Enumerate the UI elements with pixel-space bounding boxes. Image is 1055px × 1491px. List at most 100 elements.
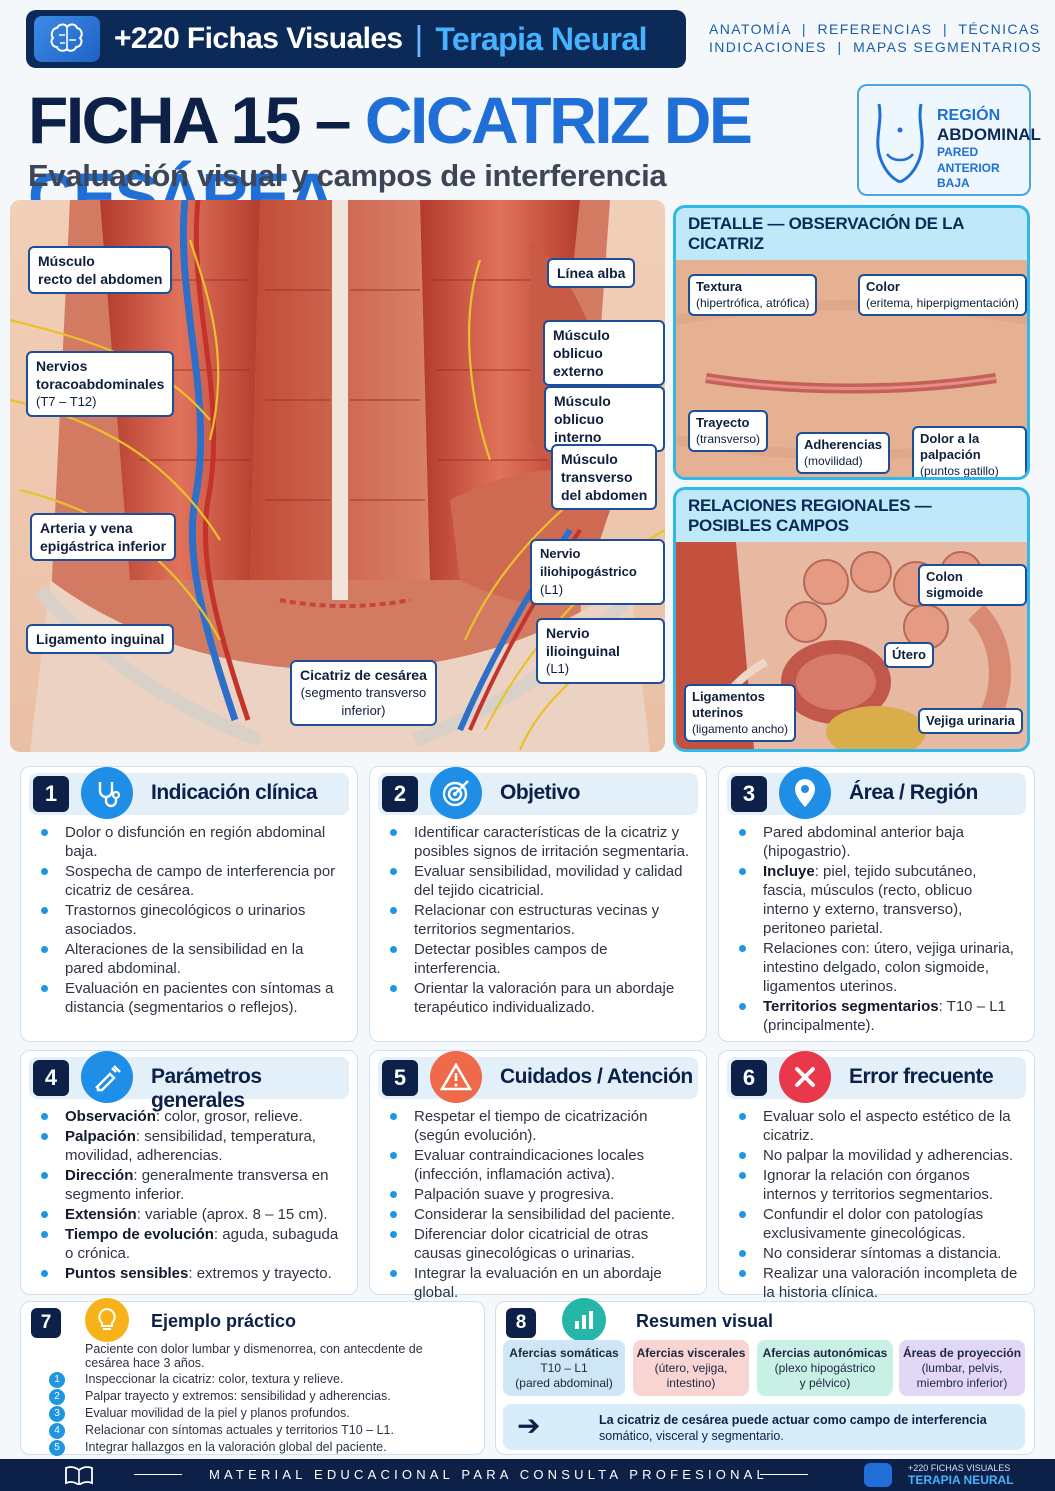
bar-chart-icon	[562, 1298, 606, 1342]
summary-note-line2: somático, visceral y segmentario.	[599, 1429, 784, 1443]
tag-path: Trayecto(transverso)	[688, 410, 769, 452]
list-item: No considerar síntomas a distancia.	[737, 1244, 1022, 1263]
arrow-right-icon: ➔	[517, 1410, 541, 1441]
step-number: 5	[49, 1439, 65, 1456]
list-item: Identificar características de la cicatr…	[388, 823, 694, 861]
list-item: Tiempo de evolución: aguda, subaguda o c…	[39, 1225, 345, 1263]
list-item: Detectar posibles campos de interferenci…	[388, 940, 694, 978]
footer-text: MATERIAL EDUCACIONAL PARA CONSULTA PROFE…	[209, 1467, 768, 1482]
footer-divider-left	[134, 1474, 182, 1475]
card-5: 5 Cuidados / Atención Respetar el tiempo…	[369, 1050, 707, 1301]
brand-bar: +220 Fichas Visuales | Terapia Neural	[26, 10, 686, 68]
card-list: Observación: color, grosor, relieve.Palp…	[39, 1107, 345, 1284]
list-item: Alteraciones de la sensibilidad en la pa…	[39, 940, 345, 978]
summary-note: ➔ La cicatriz de cesárea puede actuar co…	[503, 1404, 1025, 1450]
card-title: Área / Región	[849, 781, 978, 804]
list-item: Respetar el tiempo de cicatrización (seg…	[388, 1107, 694, 1145]
close-icon	[779, 1051, 831, 1103]
summary-box: Áreas de proyección(lumbar, pelvis,miemb…	[899, 1340, 1025, 1396]
list-item: Integrar la evaluación en un abordaje gl…	[388, 1264, 694, 1302]
list-item: Dirección: generalmente transversa en se…	[39, 1166, 345, 1204]
card-title: Indicación clínica	[151, 781, 318, 804]
list-item: Ignorar la relación con órganos internos…	[737, 1166, 1022, 1204]
list-item: Trastornos ginecológicos o urinarios aso…	[39, 901, 345, 939]
list-item: Diferenciar dolor cicatricial de otras c…	[388, 1225, 694, 1263]
top-nav: ANATOMÍA | REFERENCIAS | TÉCNICAS INDICA…	[709, 20, 1042, 56]
step-number: 4	[49, 1422, 65, 1439]
abdomen-icon	[876, 103, 924, 184]
list-item: Dolor o disfunción en región abdominal b…	[39, 823, 345, 861]
book-icon	[65, 1466, 93, 1485]
brain-icon	[34, 16, 100, 62]
list-item: Orientar la valoración para un abordaje …	[388, 979, 694, 1017]
page-title: FICHA 15 – CICATRIZ DE CESÁREA	[28, 82, 1055, 234]
top-nav-line-2[interactable]: INDICACIONES | MAPAS SEGMENTARIOS	[709, 39, 1042, 55]
card-list: Identificar características de la cicatr…	[388, 823, 694, 1018]
region-label-3: PARED ANTERIOR	[937, 145, 1000, 175]
card-number: 8	[506, 1308, 536, 1338]
list-item: Palpación suave y progresiva.	[388, 1185, 694, 1204]
card-title: Cuidados / Atención	[500, 1065, 693, 1088]
stethoscope-icon	[81, 767, 133, 819]
list-item: Palpación: sensibilidad, temperatura, mo…	[39, 1127, 345, 1165]
list-item: Relaciones con: útero, vejiga urinaria, …	[737, 939, 1022, 996]
list-item: Observación: color, grosor, relieve.	[39, 1107, 345, 1126]
example-title: Ejemplo práctico	[151, 1311, 297, 1331]
card-header	[727, 773, 1026, 815]
brand-subtitle: Terapia Neural	[435, 20, 647, 57]
list-item: Evaluar contraindicaciones locales (infe…	[388, 1146, 694, 1184]
page-subtitle: Evaluación visual y campos de interferen…	[28, 158, 667, 193]
location-pin-icon	[779, 767, 831, 819]
card-1: 1 Indicación clínica Dolor o disfunción …	[20, 766, 358, 1042]
list-item: Evaluación en pacientes con síntomas a d…	[39, 979, 345, 1017]
summary-title: Resumen visual	[636, 1311, 774, 1331]
list-item: Considerar la sensibilidad del paciente.	[388, 1205, 694, 1224]
scar-detail-title: DETALLE — OBSERVACIÓN DE LA CICATRIZ	[676, 208, 1027, 260]
top-nav-line-1[interactable]: ANATOMÍA | REFERENCIAS | TÉCNICAS	[709, 21, 1041, 37]
list-item: Puntos sensibles: extremos y trayecto.	[39, 1264, 345, 1283]
regional-relations-title: RELACIONES REGIONALES — POSIBLES CAMPOS	[676, 490, 1027, 542]
footer-brand-1: +220 FICHAS VISUALES	[908, 1463, 1011, 1473]
scar-detail-panel: DETALLE — OBSERVACIÓN DE LA CICATRIZ Tex…	[673, 205, 1030, 480]
card-example: 7 Ejemplo práctico Paciente con dolor lu…	[20, 1298, 485, 1456]
tag-color: Color(eritema, hiperpigmentación)	[858, 274, 1027, 316]
card-title: Error frecuente	[849, 1065, 994, 1088]
list-item: Incluye: piel, tejido subcutáneo, fascia…	[737, 862, 1022, 938]
list-item: Pared abdominal anterior baja (hipogastr…	[737, 823, 1022, 861]
list-item: Evaluar sensibilidad, movilidad y calida…	[388, 862, 694, 900]
list-item: Confundir el dolor con patologías exclus…	[737, 1205, 1022, 1243]
regional-relations-panel: RELACIONES REGIONALES — POSIBLES CAMPOS …	[673, 487, 1030, 752]
label-linea-alba: Línea alba	[547, 258, 636, 288]
card-2: 2 Objetivo Identificar características d…	[369, 766, 707, 1042]
brand-title: +220 Fichas Visuales	[114, 22, 403, 55]
list-item: Relacionar con estructuras vecinas y ter…	[388, 901, 694, 939]
region-label-4: BAJA	[937, 176, 970, 190]
card-number: 2	[382, 776, 418, 812]
card-title: Parámetros generales	[151, 1065, 262, 1112]
card-number: 6	[731, 1060, 767, 1096]
list-item: No palpar la movilidad y adherencias.	[737, 1146, 1022, 1165]
card-header	[727, 1057, 1026, 1099]
footer-brand-2: TERAPIA NEURAL	[908, 1473, 1014, 1487]
card-number: 5	[382, 1060, 418, 1096]
tag-sigmoid-colon: Colon sigmoide	[918, 564, 1027, 606]
page-title-part1: FICHA 15 –	[28, 83, 365, 157]
card-number: 1	[33, 776, 69, 812]
region-label-2: ABDOMINAL	[937, 125, 1041, 144]
tag-adhesions: Adherencias(movilidad)	[796, 432, 891, 474]
